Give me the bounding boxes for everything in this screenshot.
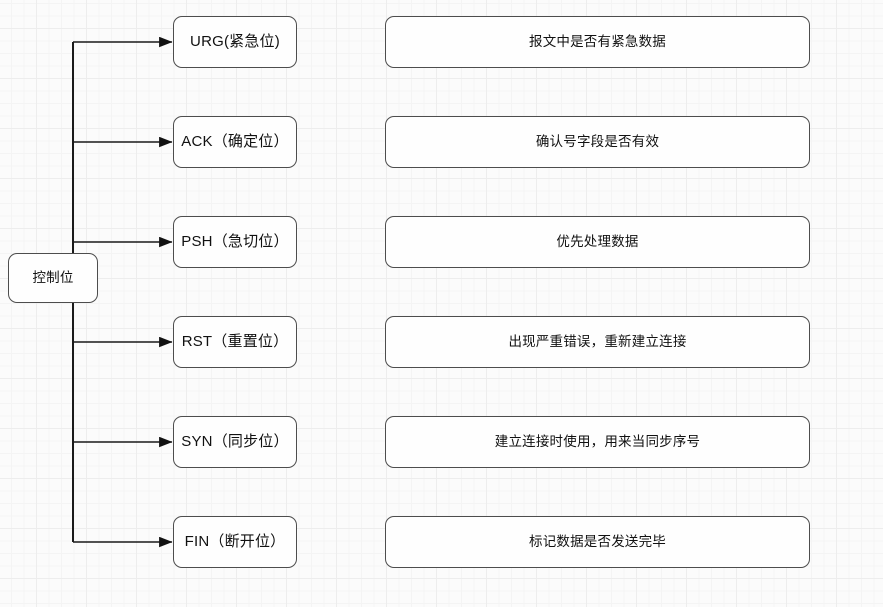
flag-node[interactable]: PSH（急切位） (173, 216, 297, 268)
flag-node[interactable]: URG(紧急位) (173, 16, 297, 68)
description-node[interactable]: 确认号字段是否有效 (385, 116, 810, 168)
root-node-control-bits[interactable]: 控制位 (8, 253, 98, 303)
description-node-label: 报文中是否有紧急数据 (529, 33, 666, 49)
flag-node-label: FIN（断开位） (184, 533, 286, 550)
root-node-label: 控制位 (32, 269, 74, 285)
flag-node-label: PSH（急切位） (181, 233, 289, 250)
flag-node-label: RST（重置位） (181, 333, 289, 350)
description-node-label: 建立连接时使用，用来当同步序号 (494, 433, 701, 449)
flag-node-label: SYN（同步位） (181, 433, 289, 450)
flag-node-label: ACK（确定位） (181, 133, 289, 150)
description-node[interactable]: 优先处理数据 (385, 216, 810, 268)
description-node[interactable]: 标记数据是否发送完毕 (385, 516, 810, 568)
description-node-label: 确认号字段是否有效 (535, 133, 660, 149)
flag-node-label: URG(紧急位) (190, 33, 280, 50)
description-node-label: 优先处理数据 (556, 233, 639, 249)
flag-node[interactable]: SYN（同步位） (173, 416, 297, 468)
flag-node[interactable]: ACK（确定位） (173, 116, 297, 168)
description-node[interactable]: 出现严重错误，重新建立连接 (385, 316, 810, 368)
description-node[interactable]: 报文中是否有紧急数据 (385, 16, 810, 68)
description-node-label: 出现严重错误，重新建立连接 (508, 333, 687, 349)
description-node[interactable]: 建立连接时使用，用来当同步序号 (385, 416, 810, 468)
flag-node[interactable]: FIN（断开位） (173, 516, 297, 568)
description-node-label: 标记数据是否发送完毕 (529, 533, 666, 549)
flag-node[interactable]: RST（重置位） (173, 316, 297, 368)
